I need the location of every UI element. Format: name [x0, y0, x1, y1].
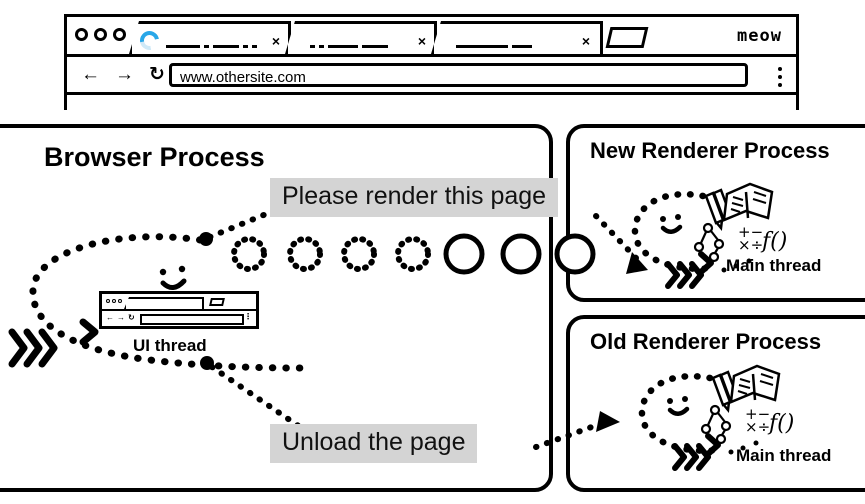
window-dot-3[interactable] [113, 28, 126, 41]
panel-title-new-renderer: New Renderer Process [590, 138, 830, 163]
tab-close-icon[interactable]: × [581, 33, 590, 49]
tab-second[interactable]: × [285, 21, 437, 54]
ui-icon-tabstrip [102, 294, 256, 311]
back-icon[interactable]: ← [81, 64, 100, 85]
forward-icon[interactable]: → [115, 64, 134, 85]
browser-window: × × × meow ← → ↻ www.othersite. [64, 14, 799, 110]
tab-title-placeholder [166, 38, 261, 54]
ui-icon-kebab-menu: ⋮ [244, 312, 252, 321]
window-dot-1[interactable] [75, 28, 88, 41]
ui-icon-nav-buttons: ←→↻ [106, 313, 138, 322]
window-dot-2[interactable] [94, 28, 107, 41]
message-unload-page: Unload the page [270, 424, 478, 463]
panel-title-old-renderer: Old Renderer Process [590, 329, 822, 354]
browser-toolbar: ← → ↻ www.othersite.com [67, 57, 796, 95]
url-text[interactable]: www.othersite.com [180, 69, 306, 86]
ui-thread-label: UI thread [133, 336, 207, 355]
panel-title-browser-process: Browser Process [44, 142, 265, 172]
ui-icon-address-bar [140, 314, 244, 325]
ui-thread-browser-icon: ←→↻ ⋮ [99, 291, 259, 329]
ui-icon-window-dots [106, 299, 122, 303]
address-bar[interactable]: www.othersite.com [169, 63, 748, 87]
tab-title-placeholder [456, 38, 536, 54]
loading-spinner-icon [136, 27, 163, 54]
tab-title-placeholder [310, 38, 392, 54]
kebab-menu-icon[interactable] [778, 67, 782, 91]
brand-label: meow [737, 26, 782, 46]
tab-close-icon[interactable]: × [271, 33, 280, 49]
ui-icon-new-tab [209, 298, 225, 306]
tab-third[interactable]: × [431, 21, 603, 54]
new-tab-button[interactable] [605, 27, 649, 48]
ui-icon-tab [124, 297, 204, 309]
old-renderer-main-thread-label: Main thread [736, 446, 832, 465]
tab-loading[interactable]: × [129, 21, 291, 54]
tab-strip: × × × meow [67, 17, 796, 57]
window-controls[interactable] [75, 28, 126, 41]
new-renderer-main-thread-label: Main thread [726, 256, 822, 275]
reload-icon[interactable]: ↻ [149, 64, 165, 85]
message-please-render: Please render this page [270, 178, 559, 217]
tab-close-icon[interactable]: × [417, 33, 426, 49]
